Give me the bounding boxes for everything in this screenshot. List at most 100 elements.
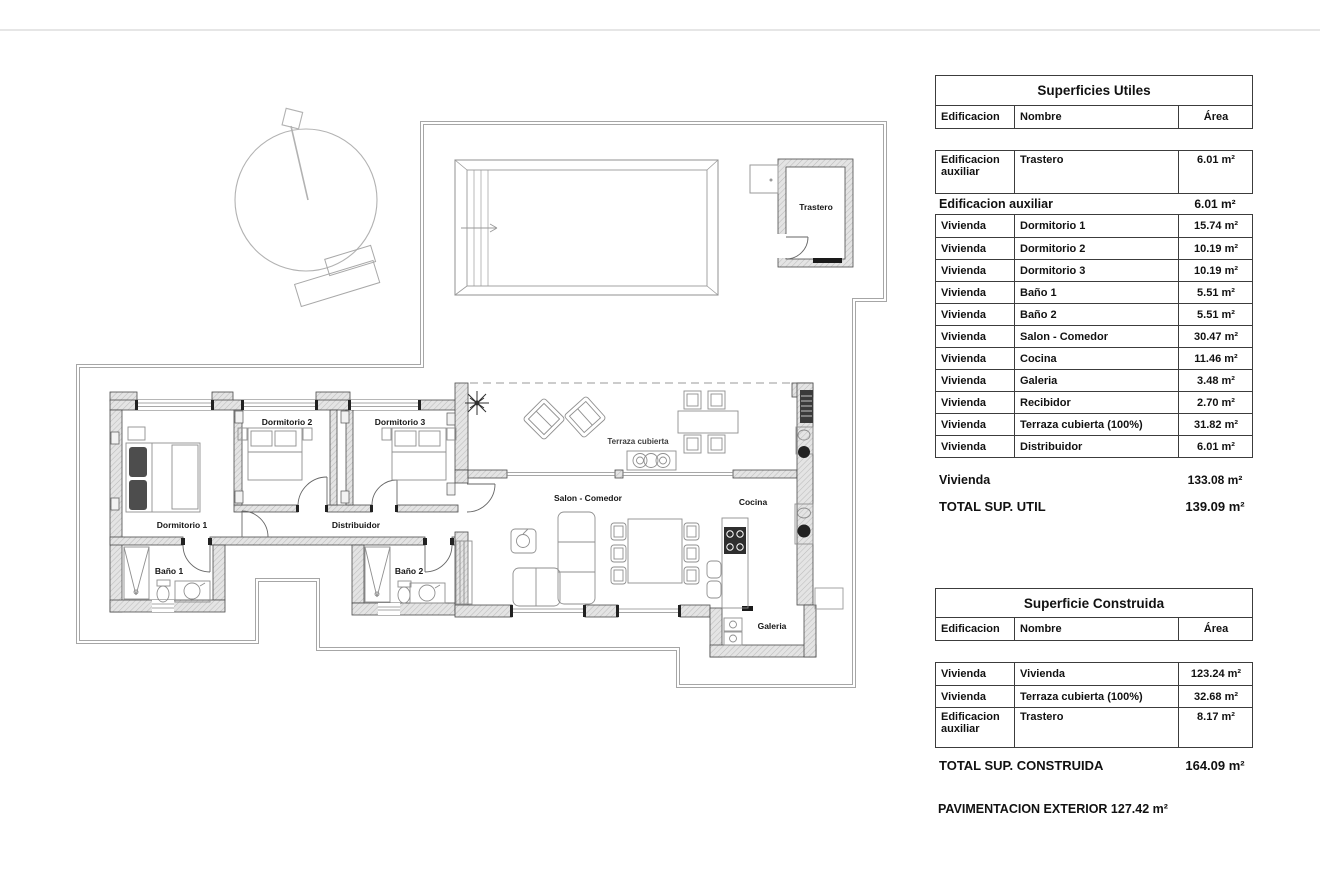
cell-area: 31.82 m² xyxy=(1178,414,1253,435)
cell-area: 15.74 m² xyxy=(1178,215,1253,237)
trastero-threshold xyxy=(813,258,842,263)
doors xyxy=(182,476,496,573)
room-label-dormitorio-3: Dormitorio 3 xyxy=(375,417,426,427)
pavimentacion-exterior-note: PAVIMENTACION EXTERIOR 127.42 m² xyxy=(938,802,1168,816)
table-row: Vivienda Dormitorio 2 10.19 m² xyxy=(936,237,1252,259)
cell-area: 8.17 m² xyxy=(1178,708,1253,747)
plot-boundary xyxy=(76,121,887,688)
trastero-door xyxy=(785,236,809,260)
terrace-lounge-chairs xyxy=(523,396,606,440)
terrace-plant xyxy=(465,391,489,415)
bed-dormitorio-2 xyxy=(237,427,313,481)
terrace-dining-set xyxy=(677,390,739,454)
cell-area: 3.48 m² xyxy=(1178,370,1253,391)
table-row: Vivienda Recibidor 2.70 m² xyxy=(936,391,1252,413)
table-row: Vivienda Dormitorio 1 15.74 m² xyxy=(936,215,1252,237)
cell-area: 10.19 m² xyxy=(1178,238,1253,259)
col-header-area: Área xyxy=(1178,618,1253,640)
utiles-vivienda-subtotal: Vivienda 133.08 m² xyxy=(935,468,1253,492)
room-label-trastero: Trastero xyxy=(799,202,833,212)
cell-edificacion: Edificacion auxiliar xyxy=(941,154,1000,179)
total-value: 139.09 m² xyxy=(1185,498,1245,514)
cell-edificacion: Vivienda xyxy=(941,242,987,255)
superficie-construida-title: Superficie Construida xyxy=(936,589,1252,618)
room-label-bano-2: Baño 2 xyxy=(395,566,424,576)
dining-table xyxy=(610,518,700,585)
cell-nombre: Terraza cubierta (100%) xyxy=(1014,686,1178,707)
cell-nombre: Distribuidor xyxy=(1014,436,1178,457)
utiles-total: TOTAL SUP. UTIL 139.09 m² xyxy=(935,493,1253,519)
cell-edificacion: Vivienda xyxy=(941,330,987,343)
cell-area: 32.68 m² xyxy=(1178,686,1253,707)
kitchen-counter xyxy=(794,503,814,545)
bathroom-1-fixtures xyxy=(123,546,211,603)
superficies-utiles-header: Superficies Utiles Edificacion Nombre Ár… xyxy=(935,75,1253,129)
cell-edificacion: Vivienda xyxy=(941,264,987,277)
cell-area: 5.51 m² xyxy=(1178,304,1253,325)
superficies-utiles-title: Superficies Utiles xyxy=(936,76,1252,106)
bed-dormitorio-3 xyxy=(381,427,457,481)
room-label-dormitorio-1: Dormitorio 1 xyxy=(157,520,208,530)
total-label: TOTAL SUP. UTIL xyxy=(939,498,1046,514)
windows xyxy=(135,400,733,617)
total-label: TOTAL SUP. CONSTRUIDA xyxy=(939,757,1104,773)
kitchen-island xyxy=(706,517,749,609)
room-label-bano-1: Baño 1 xyxy=(155,566,184,576)
cell-area: 11.46 m² xyxy=(1178,348,1253,369)
stove-icon xyxy=(510,528,537,554)
room-label-galeria: Galeria xyxy=(758,621,787,631)
cell-edificacion: Vivienda xyxy=(941,440,987,453)
wardrobe xyxy=(455,540,473,605)
cell-area: 6.01 m² xyxy=(1178,151,1253,193)
subtotal-value: 133.08 m² xyxy=(1187,473,1243,487)
cell-edificacion: Vivienda xyxy=(941,690,987,703)
cell-area: 10.19 m² xyxy=(1178,260,1253,281)
table-row: Vivienda Galeria 3.48 m² xyxy=(936,369,1252,391)
table-row: Edificacion auxiliar Trastero 6.01 m² xyxy=(936,151,1252,193)
subtotal-label: Edificacion auxiliar xyxy=(939,197,1053,211)
col-header-area: Área xyxy=(1178,106,1253,128)
table-row: Edificacion auxiliar Trastero 8.17 m² xyxy=(936,707,1252,747)
col-header-edificacion: Edificacion xyxy=(941,623,1000,635)
col-header-edificacion: Edificacion xyxy=(941,111,1000,123)
cell-edificacion: Vivienda xyxy=(941,308,987,321)
utiles-vivienda-section: Vivienda Dormitorio 1 15.74 m² Vivienda … xyxy=(935,214,1253,458)
table-row: Vivienda Vivienda 123.24 m² xyxy=(936,663,1252,685)
cell-nombre: Recibidor xyxy=(1014,392,1178,413)
planter-boxes xyxy=(293,244,381,308)
cell-nombre: Trastero xyxy=(1014,151,1178,193)
col-header-nombre: Nombre xyxy=(1014,618,1178,640)
room-label-cocina: Cocina xyxy=(739,497,768,507)
cell-area: 2.70 m² xyxy=(1178,392,1253,413)
table-row: Vivienda Salon - Comedor 30.47 m² xyxy=(936,325,1252,347)
subtotal-label: Vivienda xyxy=(939,473,991,487)
room-label-dormitorio-2: Dormitorio 2 xyxy=(262,417,313,427)
room-label-terraza: Terraza cubierta xyxy=(607,437,669,446)
table-row: Vivienda Terraza cubierta (100%) 32.68 m… xyxy=(936,685,1252,707)
table-row: Vivienda Dormitorio 3 10.19 m² xyxy=(936,259,1252,281)
cell-edificacion: Vivienda xyxy=(941,220,987,232)
table-row: Vivienda Cocina 11.46 m² xyxy=(936,347,1252,369)
pool xyxy=(454,159,719,296)
galeria-threshold xyxy=(742,606,753,611)
terrace-grill-table xyxy=(626,450,677,471)
subtotal-value: 6.01 m² xyxy=(1194,197,1236,211)
cell-nombre: Vivienda xyxy=(1014,663,1178,685)
cell-area: 123.24 m² xyxy=(1178,663,1253,685)
cell-edificacion: Vivienda xyxy=(941,286,987,299)
superficie-construida-header: Superficie Construida Edificacion Nombre… xyxy=(935,588,1253,641)
cell-area: 6.01 m² xyxy=(1178,436,1253,457)
utiles-aux-section: Edificacion auxiliar Trastero 6.01 m² xyxy=(935,150,1253,194)
utiles-aux-subtotal: Edificacion auxiliar 6.01 m² xyxy=(935,194,1253,214)
construida-total: TOTAL SUP. CONSTRUIDA 164.09 m² xyxy=(935,752,1253,778)
bed-dormitorio-1 xyxy=(125,426,201,513)
cell-nombre: Terraza cubierta (100%) xyxy=(1014,414,1178,435)
tree xyxy=(234,107,378,272)
cell-area: 5.51 m² xyxy=(1178,282,1253,303)
exterior-unit xyxy=(814,587,844,610)
cell-nombre: Salon - Comedor xyxy=(1014,326,1178,347)
table-row: Vivienda Baño 1 5.51 m² xyxy=(936,281,1252,303)
sofa xyxy=(512,511,596,607)
